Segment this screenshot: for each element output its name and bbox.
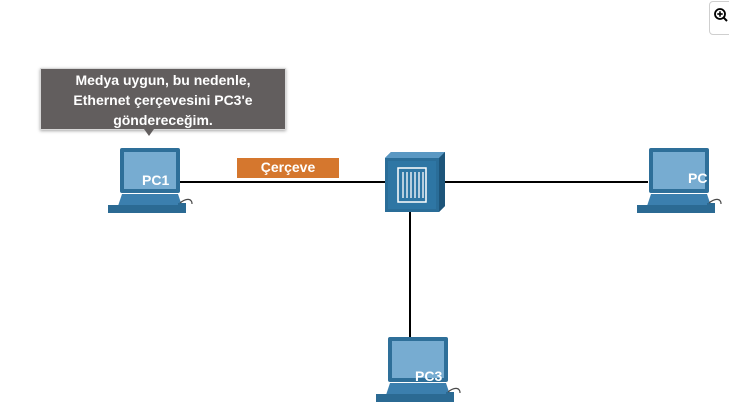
pc2-device[interactable]: PC (637, 148, 727, 222)
zoom-in-icon (714, 8, 728, 22)
switch-icon (385, 152, 445, 212)
frame-label: Çerçeve (237, 158, 339, 178)
pc2-label: PC (688, 170, 708, 186)
switch-device[interactable] (385, 152, 445, 212)
speech-bubble-tail (144, 129, 154, 136)
pc3-device[interactable]: PC3 (376, 337, 466, 411)
link-switch-pc2 (444, 181, 648, 183)
computer-icon (637, 148, 722, 213)
computer-icon (376, 337, 461, 402)
link-switch-pc3 (409, 211, 411, 339)
bubble-line-1: Medya uygun, bu nedenle, (75, 72, 251, 88)
link-pc1-switch (172, 181, 386, 183)
bubble-line-2: Ethernet çerçevesini PC3'e (73, 92, 253, 108)
pc1-speech-bubble: Medya uygun, bu nedenle, Ethernet çerçev… (40, 68, 286, 130)
pc1-device[interactable]: PC1 (108, 148, 198, 222)
bubble-line-3: göndereceğim. (113, 112, 213, 128)
computer-icon (108, 148, 193, 213)
zoom-in-button[interactable] (709, 1, 729, 35)
pc3-label: PC3 (415, 368, 443, 384)
pc1-label: PC1 (142, 172, 170, 188)
